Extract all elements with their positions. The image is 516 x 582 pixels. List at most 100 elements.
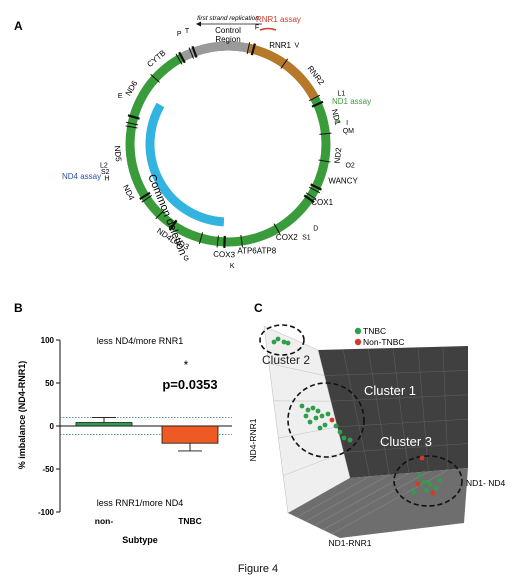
gene-label-i: I bbox=[346, 120, 348, 127]
gene-label-l2: L2 bbox=[100, 163, 108, 170]
scatter-point bbox=[313, 415, 319, 421]
scatter-point bbox=[433, 485, 439, 491]
gene-label-atp6atp8: ATP6ATP8 bbox=[237, 246, 276, 255]
figure-caption: Figure 4 bbox=[237, 563, 279, 575]
legend-label-tnbc: TNBC bbox=[363, 326, 386, 336]
common-deletion-arc bbox=[145, 102, 225, 227]
grid-line bbox=[322, 471, 429, 531]
nd1-assay-label: ND1 assay bbox=[332, 97, 371, 106]
gene-label-f: F bbox=[255, 24, 259, 31]
ring-tick bbox=[175, 53, 183, 65]
grid-line bbox=[296, 476, 370, 518]
scatter-point bbox=[275, 336, 281, 342]
ring-tick bbox=[240, 235, 243, 248]
ring-tick bbox=[308, 94, 321, 102]
scatter-point bbox=[329, 417, 335, 423]
scatter-point bbox=[285, 340, 291, 346]
grid-line bbox=[330, 394, 469, 402]
scatter-point bbox=[315, 408, 321, 414]
scatter-point bbox=[421, 479, 427, 485]
scatter-point bbox=[322, 422, 328, 428]
gene-label-h: H bbox=[104, 176, 109, 183]
ring-tick bbox=[250, 43, 256, 56]
grid-line bbox=[442, 346, 449, 471]
scatter-point bbox=[305, 407, 311, 413]
rnr1-assay-label: RNR1 assay bbox=[256, 15, 301, 24]
scatter-point bbox=[347, 437, 353, 443]
scatter-point bbox=[417, 473, 423, 479]
x-axis-label: Subtype bbox=[122, 535, 158, 545]
ring-tick bbox=[273, 223, 281, 235]
scatter-point bbox=[271, 339, 277, 345]
ring-tick bbox=[246, 42, 251, 55]
cluster-2-label: Cluster 2 bbox=[262, 353, 310, 367]
ring-tick bbox=[319, 132, 332, 135]
ring-tick bbox=[198, 232, 204, 245]
scatter-point bbox=[341, 435, 347, 441]
rnr1-assay-mark bbox=[259, 27, 277, 31]
grid-line bbox=[278, 426, 338, 439]
axis-label-x: ND1-RNR1 bbox=[329, 538, 372, 548]
ring-tick bbox=[191, 45, 198, 58]
cluster-3-ellipse bbox=[393, 455, 463, 507]
first-strand-arrowhead bbox=[196, 21, 201, 27]
cluster-1-label: Cluster 1 bbox=[364, 383, 416, 398]
scatter-point bbox=[415, 481, 421, 487]
y-tick-label: -100 bbox=[38, 508, 55, 517]
gene-label-cox1: COX1 bbox=[311, 198, 333, 207]
ring-tick bbox=[127, 114, 140, 120]
gene-label-rnr1: RNR1 bbox=[269, 41, 291, 50]
scatter-point bbox=[303, 413, 309, 419]
gene-label-nd2: ND2 bbox=[333, 147, 344, 164]
ring-tick bbox=[303, 194, 315, 204]
scatter-point bbox=[307, 419, 313, 425]
grid-line bbox=[337, 418, 469, 428]
grid-line bbox=[367, 348, 390, 475]
axis-label-z: ND4-RNR1 bbox=[250, 418, 258, 461]
scatter-point bbox=[423, 487, 429, 493]
ring-tick bbox=[216, 235, 219, 248]
scatter-point bbox=[325, 411, 331, 417]
ring-tick bbox=[155, 209, 165, 220]
ring-tick bbox=[178, 51, 186, 64]
cluster-3-label: Cluster 3 bbox=[380, 434, 432, 449]
grid-line bbox=[342, 349, 370, 477]
panel-c-3d-scatter: C Cluster 2 Cluster 1 Cluster 3 TNBC Non… bbox=[250, 301, 505, 548]
ring-tick bbox=[305, 192, 317, 200]
panel-a-mito-map: A Common deletion Control Region first s… bbox=[14, 15, 371, 270]
ring-tick bbox=[318, 159, 331, 163]
scatter-point bbox=[319, 413, 325, 419]
p-value: p=0.0353 bbox=[162, 377, 217, 392]
scatter-point bbox=[411, 489, 417, 495]
panel-c-label: C bbox=[254, 301, 263, 315]
grid-line bbox=[392, 347, 410, 474]
grid-line bbox=[305, 474, 390, 522]
legend-marker-non-tnbc bbox=[354, 338, 362, 346]
y-tick-label: 100 bbox=[41, 336, 55, 345]
gene-label-qm: QM bbox=[343, 128, 354, 135]
scatter-point bbox=[333, 423, 339, 429]
control-region-line1: Control bbox=[215, 26, 241, 35]
cluster-1-ellipse bbox=[287, 382, 365, 458]
ring-tick bbox=[310, 183, 322, 191]
grid-line bbox=[417, 347, 429, 472]
x-tick-label-1: TNBC bbox=[178, 516, 202, 526]
cluster-2-ellipse bbox=[259, 324, 305, 356]
gene-label-o2: O2 bbox=[345, 162, 354, 169]
scatter-point bbox=[419, 455, 425, 461]
ring-tick bbox=[308, 186, 321, 194]
gene-label-cox2: COX2 bbox=[276, 233, 298, 242]
gene-label-s1: S1 bbox=[302, 234, 311, 241]
gene-label-v: V bbox=[294, 43, 299, 50]
ring-tick bbox=[125, 125, 138, 129]
scatter-point bbox=[317, 425, 323, 431]
ring-tick bbox=[168, 219, 178, 231]
gene-label-e: E bbox=[118, 93, 123, 100]
first-strand-label: first strand replication bbox=[197, 15, 259, 22]
grid-line bbox=[331, 469, 449, 535]
ring-tick bbox=[188, 47, 194, 59]
gene-label-k: K bbox=[230, 263, 235, 270]
annotation-bottom: less RNR1/more ND4 bbox=[97, 498, 184, 508]
